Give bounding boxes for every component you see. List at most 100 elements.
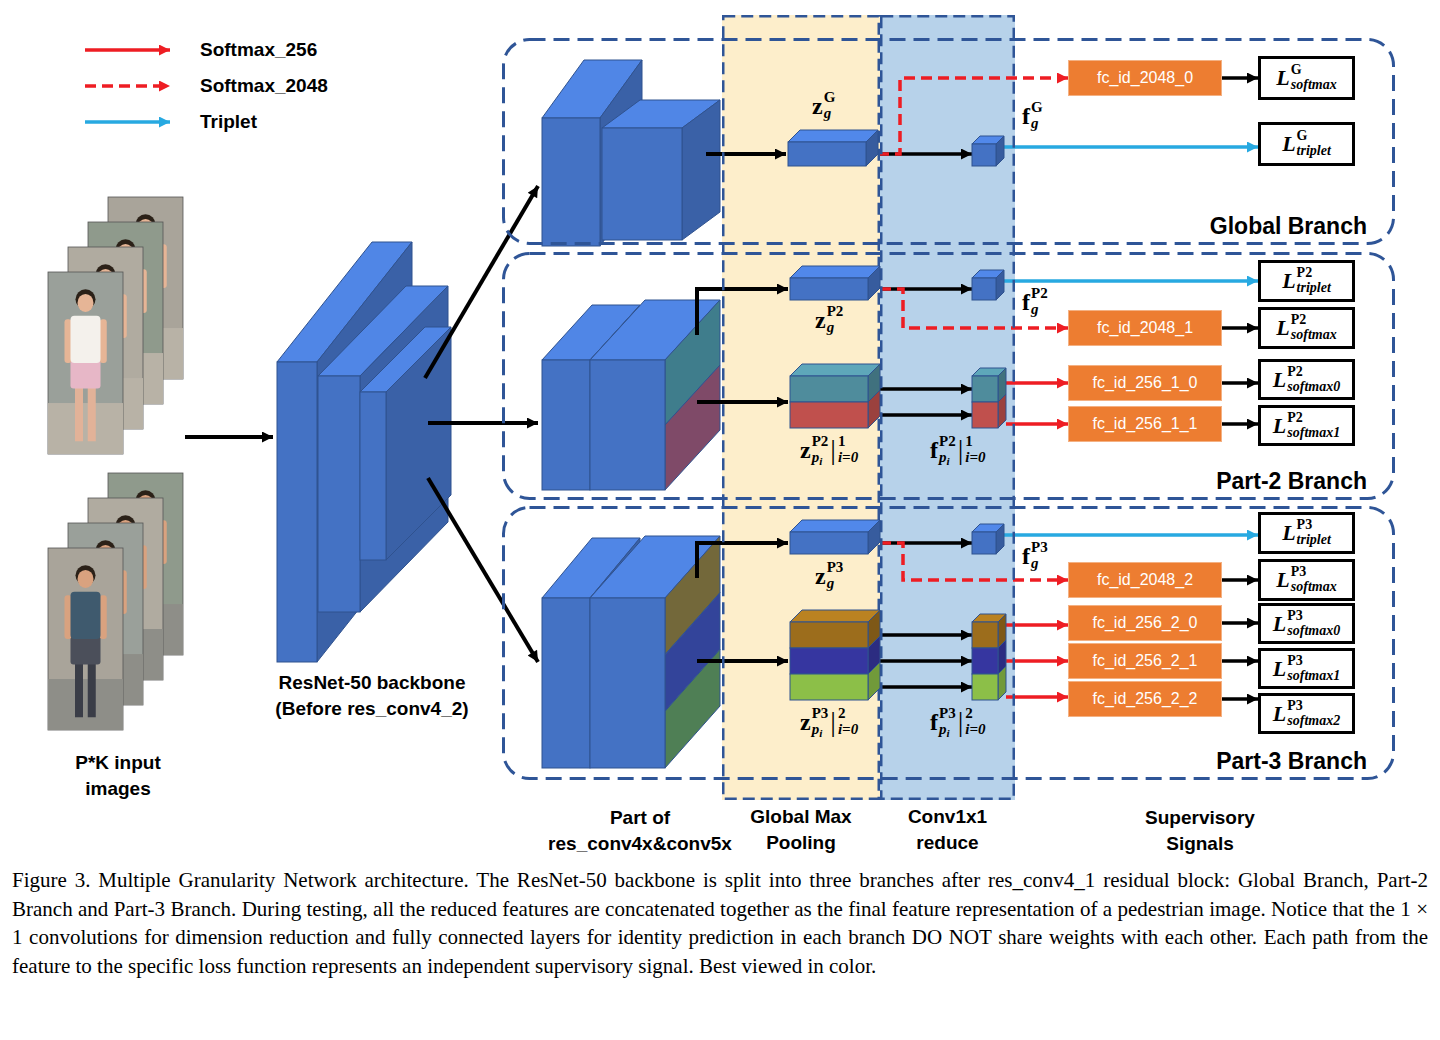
connector-arrow bbox=[880, 413, 972, 417]
math-symbol: softmax bbox=[1291, 78, 1337, 93]
feature-symbol: fP2pi|1i=0 bbox=[930, 434, 986, 466]
script-stack: 2i=0 bbox=[965, 706, 985, 738]
flow-arrow bbox=[425, 186, 538, 378]
branch-conv-blocks bbox=[542, 60, 720, 768]
layer-name: fc_id_2048_2 bbox=[1097, 571, 1193, 589]
graphic-part bbox=[972, 622, 998, 648]
connector-arrow bbox=[1006, 695, 1068, 699]
feature-block: fGg bbox=[972, 136, 1004, 166]
math-symbol: softmax1 bbox=[1287, 426, 1340, 441]
legend-text: Softmax_256 bbox=[200, 38, 317, 62]
math-symbol: softmax0 bbox=[1287, 624, 1340, 639]
feature-block-shape bbox=[790, 266, 880, 300]
subscript-group: pi bbox=[939, 722, 956, 738]
math-symbol: P3 bbox=[1031, 540, 1048, 556]
math-symbol: f bbox=[930, 710, 938, 734]
graphic-part bbox=[790, 376, 868, 402]
graphic-part bbox=[100, 319, 107, 363]
flow-arrow bbox=[697, 543, 788, 578]
flow-arrow bbox=[185, 435, 273, 439]
legend-line-sample bbox=[85, 120, 170, 124]
math-symbol: G bbox=[1297, 129, 1331, 144]
graphic-part bbox=[998, 666, 1006, 700]
script-stack: P3pi bbox=[812, 706, 829, 738]
dashed-outline-rect bbox=[504, 40, 1394, 244]
math-symbol: i=0 bbox=[838, 722, 858, 738]
loss-formula: LGsoftmax bbox=[1276, 63, 1336, 92]
math-symbol: i bbox=[819, 455, 822, 467]
connector-arrow bbox=[878, 78, 1068, 154]
graphic-part bbox=[590, 360, 665, 490]
loss-formula: LP3softmax2 bbox=[1273, 699, 1340, 728]
math-symbol: softmax0 bbox=[1287, 380, 1340, 395]
script-stack: P2softmax0 bbox=[1287, 365, 1340, 394]
feature-block: fP2g bbox=[972, 270, 1004, 300]
illustration-arrows bbox=[185, 154, 788, 662]
script-stack: P3pi bbox=[939, 706, 956, 738]
loss-box: LP3triplet bbox=[1258, 512, 1355, 554]
feature-symbol: fP3pi|2i=0 bbox=[930, 706, 986, 738]
layer-name: fc_id_256_2_2 bbox=[1093, 690, 1198, 708]
loss-box: LGtriplet bbox=[1258, 122, 1355, 166]
branch-region: Part-2 BranchzP2gfP2gLP2tripletfc_id_204… bbox=[502, 252, 1395, 500]
graphic-part bbox=[277, 362, 317, 662]
script-stack: P3triplet bbox=[1297, 518, 1331, 547]
math-symbol: P2 bbox=[1291, 313, 1337, 328]
band-fill bbox=[722, 15, 880, 800]
branch-region: Global BranchzGgfGgfc_id_2048_0LGsoftmax… bbox=[502, 38, 1395, 245]
math-symbol: G bbox=[824, 90, 836, 106]
conv-block bbox=[590, 300, 720, 490]
script-stack: P2softmax1 bbox=[1287, 411, 1340, 440]
annotation-label: Supervisory Signals bbox=[1130, 805, 1270, 856]
dashed-outline-rect bbox=[881, 16, 1014, 799]
math-symbol: 1 bbox=[838, 434, 858, 450]
graphic-part bbox=[790, 648, 868, 674]
graphic-part bbox=[65, 319, 72, 363]
graphic-part bbox=[78, 294, 94, 312]
feature-block-shape bbox=[972, 136, 1004, 166]
graphic-part bbox=[75, 381, 83, 441]
loss-box: LP2softmax1 bbox=[1258, 405, 1355, 446]
graphic-part bbox=[790, 278, 868, 300]
annotation-label: ResNet-50 backbone (Before res_conv4_2) bbox=[252, 670, 492, 721]
math-symbol: P3 bbox=[827, 560, 844, 576]
backbone-blocks bbox=[277, 242, 451, 662]
graphic-part bbox=[790, 266, 880, 278]
subscript-group: pi bbox=[812, 450, 829, 466]
fc-layer-box: fc_id_256_1_1 bbox=[1068, 406, 1222, 442]
flow-arrow bbox=[428, 478, 538, 662]
graphic-part bbox=[542, 118, 600, 246]
feature-block-shape bbox=[790, 610, 880, 700]
connector-arrow bbox=[1004, 533, 1258, 537]
connector-arrow bbox=[880, 685, 972, 689]
graphic-part bbox=[998, 394, 1006, 428]
script-stack: P3g bbox=[827, 560, 844, 592]
math-symbol: L bbox=[1282, 522, 1295, 544]
dashed-outline-rect bbox=[723, 16, 879, 799]
graphic-part bbox=[868, 520, 880, 554]
feature-symbol: zP3g bbox=[815, 560, 843, 592]
input-images bbox=[48, 197, 183, 730]
layer-name: fc_id_256_1_1 bbox=[1093, 415, 1198, 433]
loss-box: LP3softmax0 bbox=[1258, 603, 1355, 644]
fc-layer-box: fc_id_2048_1 bbox=[1068, 310, 1222, 346]
loss-box: LP3softmax1 bbox=[1258, 648, 1355, 689]
connector-arrow bbox=[1222, 659, 1258, 663]
math-symbol: P3 bbox=[1287, 609, 1340, 624]
connector-arrow bbox=[1222, 578, 1258, 582]
math-symbol: L bbox=[1273, 415, 1286, 437]
branch-title: Part-3 Branch bbox=[1216, 748, 1367, 775]
conv-block bbox=[360, 327, 451, 560]
pedestrian-photo bbox=[48, 548, 123, 730]
math-symbol: P2 bbox=[1031, 286, 1048, 302]
graphic-part bbox=[972, 402, 998, 428]
graphic-part bbox=[868, 662, 880, 700]
math-symbol: i=0 bbox=[965, 722, 985, 738]
graphic-part bbox=[788, 130, 878, 142]
connector-arrow bbox=[1006, 422, 1068, 426]
math-symbol: softmax1 bbox=[1287, 669, 1340, 684]
script-stack: P2softmax bbox=[1291, 313, 1337, 342]
loss-box: LP2softmax0 bbox=[1258, 359, 1355, 400]
connector-arrow bbox=[880, 387, 972, 391]
